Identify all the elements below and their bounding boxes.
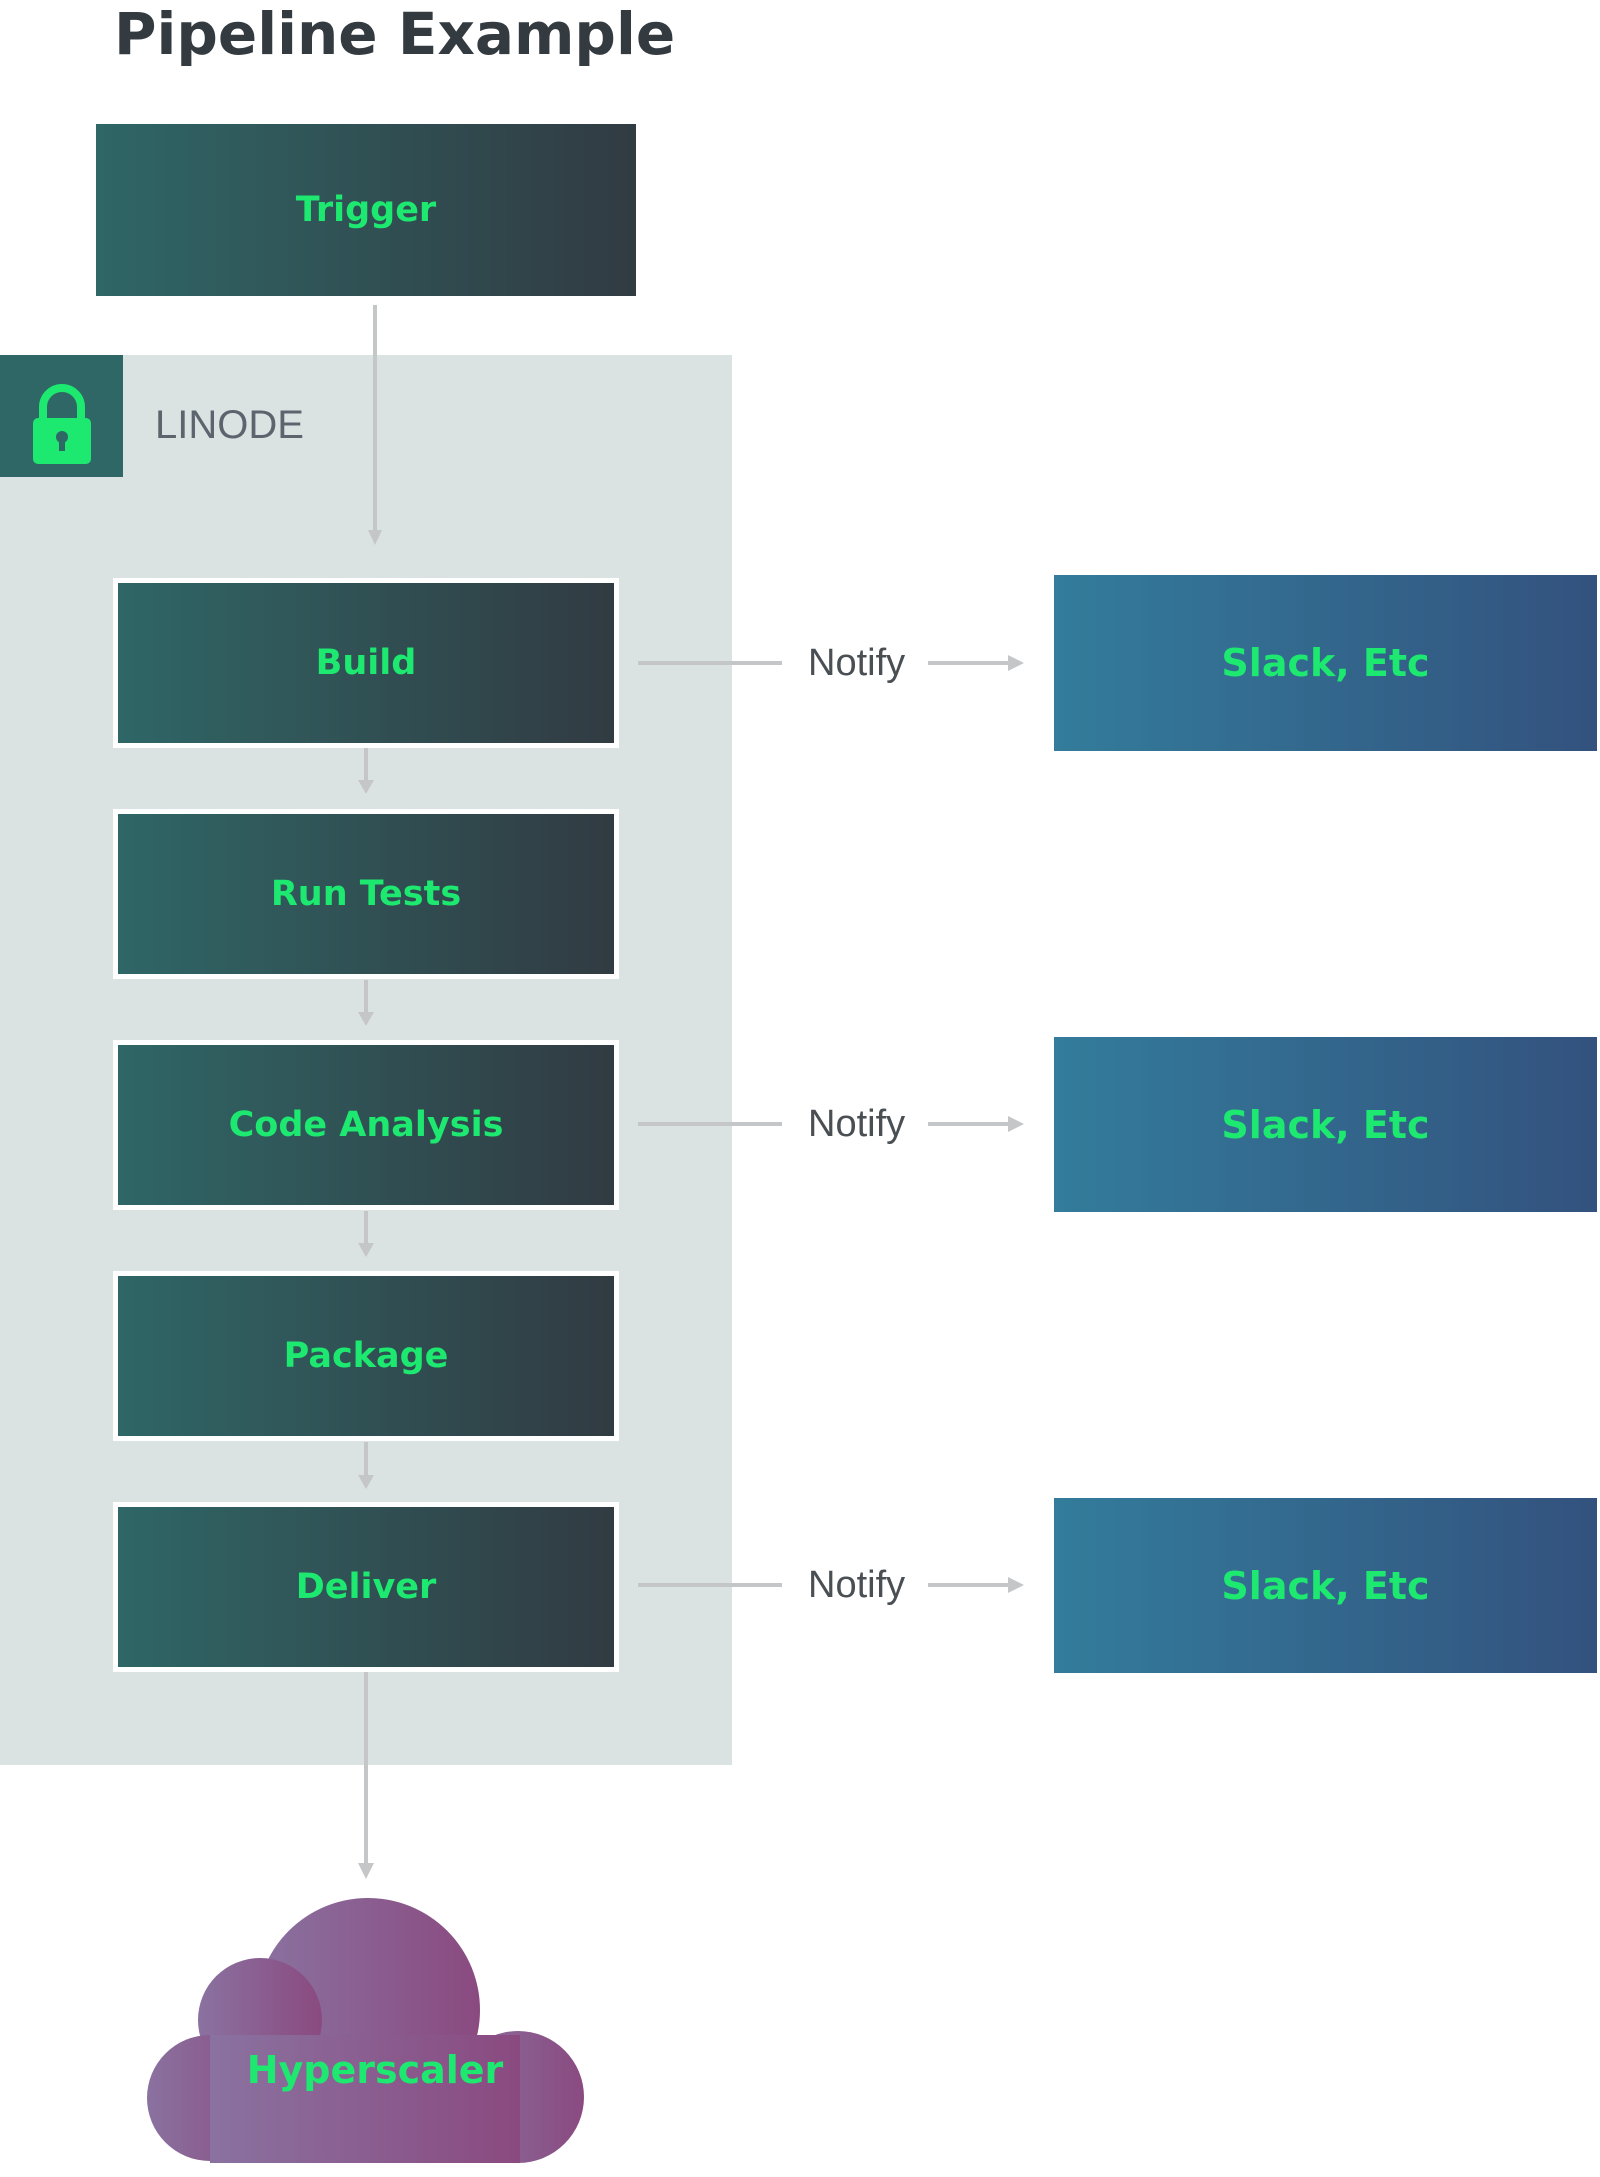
trigger-label: Trigger bbox=[295, 190, 437, 230]
stage-run-tests: Run Tests bbox=[113, 809, 619, 979]
stage-label: Package bbox=[283, 1336, 449, 1376]
arrowhead bbox=[1008, 655, 1024, 671]
stage-deliver: Deliver bbox=[113, 1502, 619, 1672]
arrowhead bbox=[1008, 1577, 1024, 1593]
arrowhead bbox=[358, 780, 374, 794]
stage-label: Deliver bbox=[295, 1567, 437, 1607]
lock-tile bbox=[0, 355, 123, 477]
arrowhead bbox=[358, 1863, 374, 1879]
stage-package: Package bbox=[113, 1271, 619, 1441]
notify-label: Notify bbox=[808, 642, 906, 684]
notify-target-label: Slack, Etc bbox=[1221, 641, 1430, 685]
notify-target-slack: Slack, Etc bbox=[1054, 575, 1597, 751]
notify-target-label: Slack, Etc bbox=[1221, 1102, 1430, 1147]
arrowhead bbox=[1008, 1116, 1024, 1132]
notify-target-slack: Slack, Etc bbox=[1054, 1037, 1597, 1212]
stage-label: Build bbox=[315, 643, 417, 683]
stage-label: Code Analysis bbox=[228, 1105, 504, 1145]
zone-label: LINODE bbox=[155, 403, 304, 447]
stage-build: Build bbox=[113, 578, 619, 748]
stage-code-analysis: Code Analysis bbox=[113, 1040, 619, 1210]
page-title: Pipeline Example bbox=[114, 0, 676, 68]
arrowhead bbox=[358, 1475, 374, 1489]
notify-label: Notify bbox=[808, 1564, 906, 1606]
trigger-box: Trigger bbox=[96, 124, 636, 296]
notify-target-label: Slack, Etc bbox=[1221, 1563, 1430, 1608]
notify-label: Notify bbox=[808, 1103, 906, 1145]
cloud-icon bbox=[147, 1898, 584, 2163]
stage-label: Run Tests bbox=[270, 874, 462, 914]
arrowhead bbox=[358, 1012, 374, 1026]
arrowhead bbox=[358, 1243, 374, 1257]
notify-target-slack: Slack, Etc bbox=[1054, 1498, 1597, 1673]
cloud-label: Hyperscaler bbox=[246, 2048, 504, 2092]
arrowhead bbox=[368, 530, 382, 545]
lock-icon bbox=[33, 384, 91, 464]
